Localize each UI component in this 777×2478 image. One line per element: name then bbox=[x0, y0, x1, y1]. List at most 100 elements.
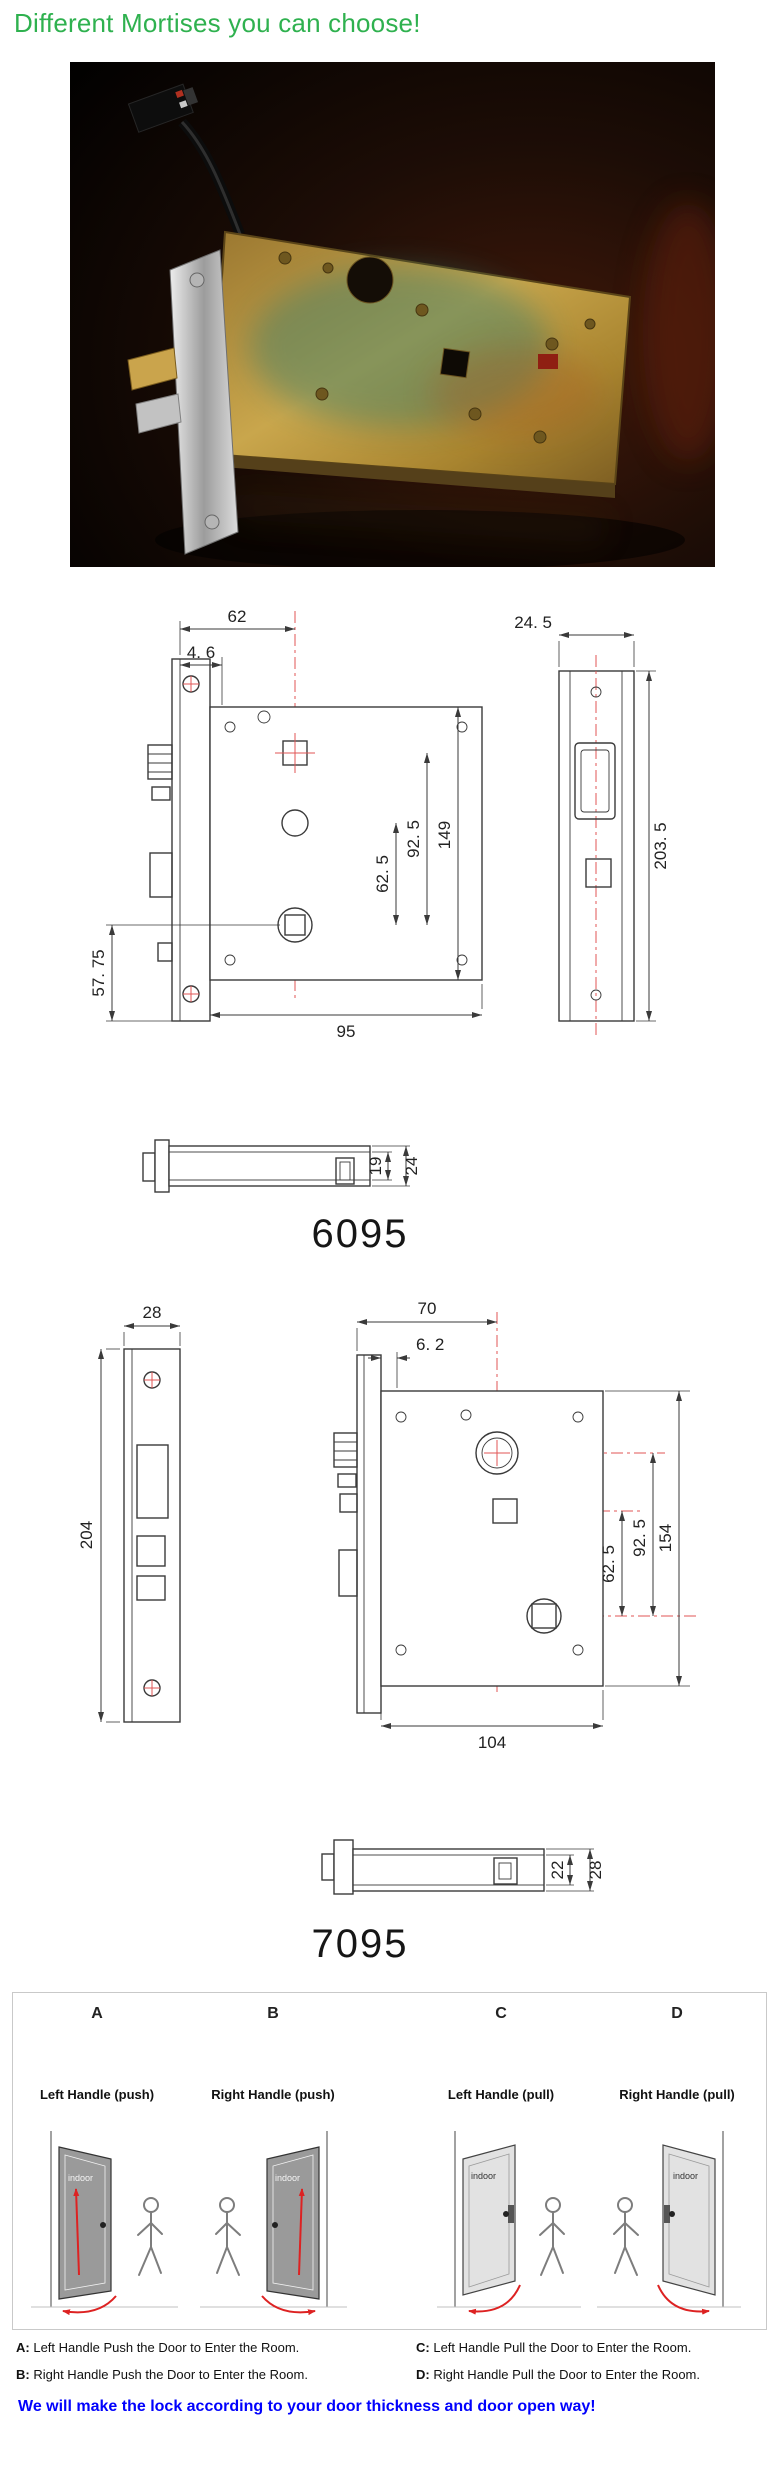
door-handle bbox=[503, 2211, 509, 2217]
spindle-hole bbox=[439, 347, 471, 379]
dim-hole-span-lower-7095: 62. 5 bbox=[599, 1545, 618, 1583]
option-letter-c: C bbox=[495, 2005, 507, 2022]
dim-hole-span-upper-7095: 92. 5 bbox=[630, 1519, 649, 1557]
swing-arrow bbox=[468, 2284, 521, 2315]
page-title: Different Mortises you can choose! bbox=[14, 8, 421, 38]
door-scene-c bbox=[437, 2131, 581, 2315]
cylinder-cutout bbox=[574, 742, 616, 820]
drawing-7095: 28 204 70 bbox=[77, 1299, 700, 1752]
person-figure bbox=[539, 2197, 565, 2276]
option-label-b: Right Handle (push) bbox=[211, 2087, 335, 2102]
caption-d: D: Right Handle Pull the Door to Enter t… bbox=[416, 2361, 777, 2388]
indoor-label-a: indoor bbox=[68, 2173, 93, 2183]
door-panel bbox=[462, 2144, 516, 2296]
faceplate-edge bbox=[154, 1139, 170, 1193]
door-captions-right: C: Left Handle Pull the Door to Enter th… bbox=[416, 2334, 777, 2388]
dim-edge-outer-6095: 24 bbox=[402, 1157, 421, 1176]
swing-arrow bbox=[62, 2295, 117, 2316]
dim-faceplate-height-6095: 203. 5 bbox=[651, 822, 670, 869]
faceplate-strip-7095 bbox=[356, 1354, 382, 1714]
mortise-lock-photo bbox=[70, 62, 733, 570]
hub-detail bbox=[335, 1157, 355, 1185]
caption-b: B: Right Handle Push the Door to Enter t… bbox=[16, 2361, 406, 2388]
dim-hole-span-upper-6095: 92. 5 bbox=[404, 820, 423, 858]
lock-case-front-7095 bbox=[380, 1390, 604, 1687]
door-lock-body bbox=[508, 2205, 514, 2223]
dim-edge-offset-7095: 6. 2 bbox=[416, 1335, 444, 1354]
faceplate-front bbox=[171, 658, 211, 1022]
caption-d-key: D: bbox=[416, 2367, 430, 2382]
faceplate-screw-top bbox=[189, 272, 205, 288]
dim-edge-offset-6095: 4. 6 bbox=[187, 643, 215, 662]
hub-detail bbox=[493, 1857, 518, 1885]
caption-c-key: C: bbox=[416, 2340, 430, 2355]
dead-bolt-front bbox=[149, 852, 173, 898]
dim-backset-6095: 62 bbox=[228, 607, 247, 626]
caption-a-key: A: bbox=[16, 2340, 30, 2355]
latch-tip bbox=[321, 1853, 335, 1881]
connector bbox=[127, 83, 199, 133]
footer-note: We will make the lock according to your … bbox=[18, 2398, 596, 2415]
dim-edge-inner-6095: 19 bbox=[366, 1157, 385, 1176]
caption-a-text: Left Handle Push the Door to Enter the R… bbox=[33, 2340, 300, 2355]
door-captions-left: A: Left Handle Push the Door to Enter th… bbox=[16, 2334, 406, 2388]
cylinder-hole-front bbox=[281, 809, 309, 837]
option-label-c: Left Handle (pull) bbox=[447, 2087, 555, 2102]
latch-bolt-front bbox=[147, 744, 173, 780]
caption-d-text: Right Handle Pull the Door to Enter the … bbox=[433, 2367, 700, 2382]
dim-edge-inner-7095: 22 bbox=[548, 1861, 567, 1880]
dim-faceplate-width-6095: 24. 5 bbox=[514, 613, 552, 632]
dim-body-height-6095: 149 bbox=[435, 821, 454, 849]
option-letter-b: B bbox=[267, 2005, 279, 2022]
door-scene-d bbox=[597, 2131, 741, 2311]
reflection bbox=[230, 492, 610, 544]
indoor-label-c: indoor bbox=[471, 2171, 496, 2181]
dim-body-width-6095: 95 bbox=[337, 1022, 356, 1041]
dim-body-width-7095: 104 bbox=[478, 1733, 506, 1752]
indoor-label-b: indoor bbox=[275, 2173, 300, 2183]
aux-bolt-front bbox=[151, 786, 171, 801]
caption-b-key: B: bbox=[16, 2367, 30, 2382]
door-scene-b bbox=[200, 2131, 347, 2312]
door-scene-a bbox=[31, 2131, 178, 2316]
caption-a: A: Left Handle Push the Door to Enter th… bbox=[16, 2334, 406, 2361]
dim-hole-span-lower-6095: 62. 5 bbox=[373, 855, 392, 893]
person-figure bbox=[137, 2197, 163, 2276]
dim-body-height-7095: 154 bbox=[656, 1524, 675, 1552]
lock-photo-graphic bbox=[70, 62, 733, 570]
caption-c: C: Left Handle Pull the Door to Enter th… bbox=[416, 2334, 777, 2361]
option-label-a: Left Handle (push) bbox=[39, 2087, 155, 2102]
door-panel bbox=[58, 2146, 112, 2300]
faceplate-edge bbox=[333, 1839, 354, 1895]
dim-faceplate-width-7095: 28 bbox=[143, 1303, 162, 1322]
bolt-cutout-7095 bbox=[136, 1535, 166, 1567]
cylinder-hole bbox=[346, 256, 394, 304]
model-number-7095: 7095 bbox=[311, 1922, 409, 1966]
faceplate bbox=[169, 249, 239, 555]
faceplate-screw-bottom bbox=[204, 514, 220, 530]
red-component bbox=[538, 354, 558, 369]
option-label-d: Right Handle (pull) bbox=[619, 2087, 735, 2102]
red-glow bbox=[643, 202, 733, 462]
dim-edge-outer-7095: 28 bbox=[586, 1861, 605, 1880]
option-letter-a: A bbox=[91, 2005, 103, 2022]
dim-bottom-offset-6095: 57. 75 bbox=[89, 949, 108, 996]
lock-case-front bbox=[209, 706, 483, 981]
cylinder-hole-7095 bbox=[475, 1431, 519, 1475]
drawing-7095-edge: 22 28 bbox=[321, 1839, 605, 1895]
bottom-hub-hole-7095 bbox=[526, 1598, 562, 1634]
door-options-panel: indoor indoor indoor indoor A B C D Left… bbox=[12, 1992, 767, 2330]
body-edge bbox=[210, 454, 615, 498]
spindle-hole-7095 bbox=[492, 1498, 518, 1524]
cable-sheen bbox=[180, 120, 242, 235]
latch-bolt bbox=[127, 347, 178, 391]
bolt-cutout bbox=[585, 858, 612, 888]
dead-bolt bbox=[135, 393, 182, 434]
drawing-6095-edge: 19 24 bbox=[142, 1139, 421, 1193]
door-handle bbox=[100, 2222, 106, 2228]
push-arrow bbox=[73, 2188, 80, 2276]
dim-faceplate-height-7095: 204 bbox=[77, 1521, 96, 1549]
model-number-6095: 6095 bbox=[311, 1212, 409, 1256]
connector-red-wire bbox=[175, 89, 184, 98]
